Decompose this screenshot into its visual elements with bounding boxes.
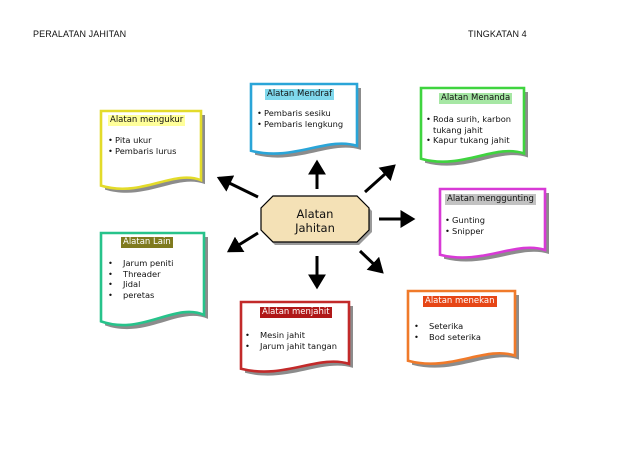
card-item-list: Roda surih, karbon tukang jahit Kapur tu… [426, 114, 527, 146]
card-title: Alatan mengukur [108, 115, 186, 126]
center-node-alatan-jahitan: Alatan Jahitan [260, 195, 372, 245]
list-item: Pembaris lurus [108, 146, 176, 157]
center-octagon-shape [260, 195, 372, 245]
list-item: Jidal [108, 279, 173, 290]
card-item-list: Gunting Snipper [445, 215, 485, 236]
list-item: Threader [108, 269, 173, 280]
card-title: Alatan Menanda [439, 93, 513, 104]
list-item: Pembaris sesiku [257, 108, 343, 119]
card-alatan-mendraf: Alatan Mendraf Pembaris sesiku Pembaris … [249, 82, 361, 158]
list-item: Mesin jahit [245, 330, 337, 341]
list-item: Pembaris lengkung [257, 119, 343, 130]
card-alatan-menjahit: Alatan menjahit Mesin jahit Jarum jahit … [239, 300, 353, 376]
card-item-list: Mesin jahit Jarum jahit tangan [245, 330, 337, 351]
card-shape [438, 187, 549, 262]
card-title: Alatan Mendraf [265, 89, 335, 100]
card-title: Alatan menjahit [260, 307, 332, 318]
list-item: Roda surih, karbon tukang jahit [426, 114, 527, 135]
list-item: Jarum peniti [108, 258, 173, 269]
card-item-list: Jarum peniti Threader Jidal peretas [108, 258, 173, 300]
card-alatan-menekan: Alatan menekan Seterika Bod seterika [406, 289, 519, 368]
card-title: Alatan menggunting [445, 194, 536, 205]
card-alatan-menanda: Alatan Menanda Roda surih, karbon tukang… [419, 86, 528, 166]
list-item: Seterika [414, 321, 481, 332]
card-border [438, 187, 547, 259]
card-alatan-mengukur: Alatan mengukur Pita ukur Pembaris lurus [99, 109, 205, 193]
card-item-list: Pita ukur Pembaris lurus [108, 135, 176, 156]
card-alatan-menggunting: Alatan menggunting Gunting Snipper [438, 187, 549, 262]
card-title: Alatan Lain [121, 237, 173, 248]
center-node-label: Alatan Jahitan [295, 207, 335, 235]
list-item: Gunting [445, 215, 485, 226]
list-item: Pita ukur [108, 135, 176, 146]
list-item: Jarum jahit tangan [245, 341, 337, 352]
arrow-to-alatan-menekan [358, 249, 384, 274]
list-item: Snipper [445, 226, 485, 237]
card-item-list: Seterika Bod seterika [414, 321, 481, 342]
header-left-title: PERALATAN JAHITAN [33, 29, 127, 39]
header-right-title: TINGKATAN 4 [468, 29, 527, 39]
card-alatan-lain: Alatan Lain Jarum peniti Threader Jidal … [99, 231, 208, 330]
list-item: Kapur tukang jahit [426, 135, 527, 146]
list-item: Bod seterika [414, 332, 481, 343]
card-title: Alatan menekan [423, 296, 497, 307]
card-item-list: Pembaris sesiku Pembaris lengkung [257, 108, 343, 129]
arrow-to-alatan-lain [226, 231, 259, 253]
list-item: peretas [108, 290, 173, 301]
arrow-to-alatan-mengukur [216, 175, 259, 199]
arrow-to-alatan-menanda [363, 164, 396, 194]
